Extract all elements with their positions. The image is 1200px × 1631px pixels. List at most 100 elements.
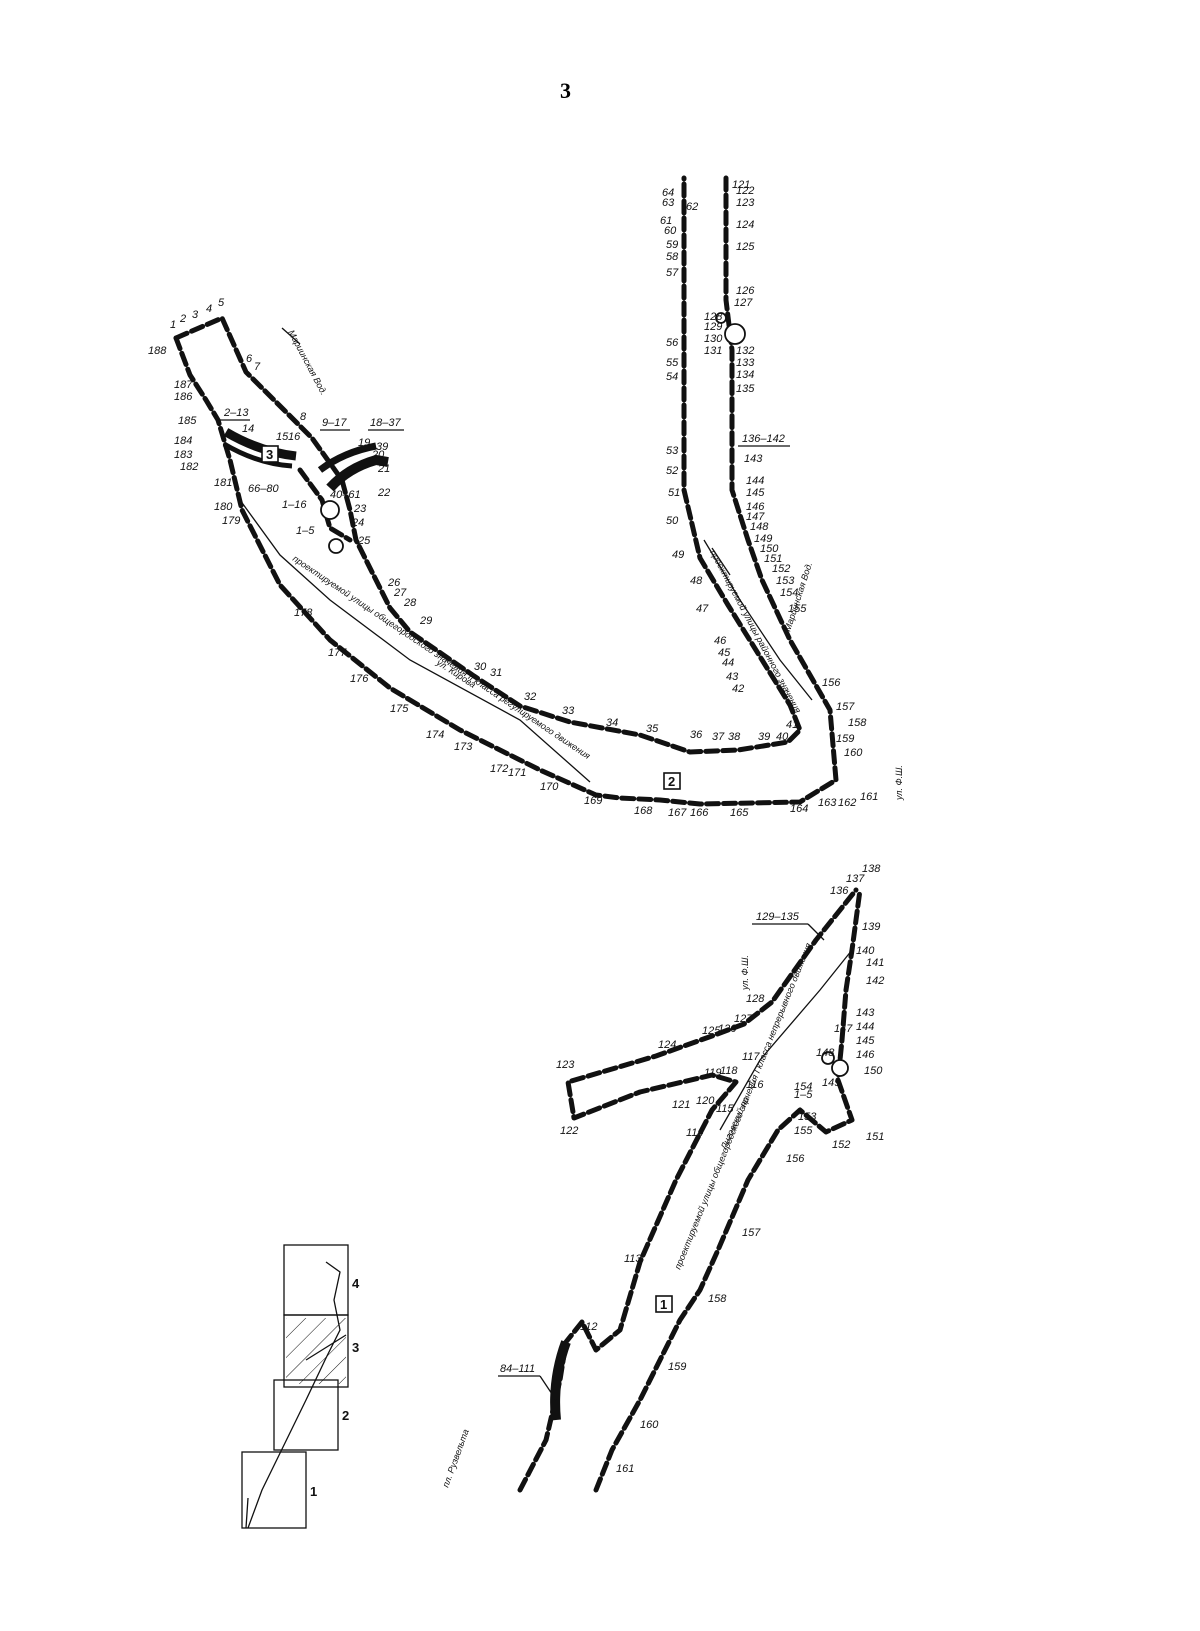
survey-point-label: 123: [556, 1059, 575, 1071]
survey-point-label: 22: [377, 487, 390, 499]
survey-point-label: 54: [666, 371, 678, 383]
survey-point-label: 145: [746, 487, 765, 499]
range-label: 2–13: [223, 407, 249, 419]
survey-point-label: 156: [786, 1153, 805, 1165]
survey-point-label: 142: [866, 975, 884, 987]
survey-point-label: 23: [353, 503, 367, 515]
survey-point-label: 35: [646, 723, 659, 735]
survey-point-label: 130: [704, 333, 723, 345]
survey-point-label: 34: [606, 717, 618, 729]
arc-2-13: [223, 428, 297, 461]
survey-point-label: 57: [666, 267, 679, 279]
survey-point-label: 185: [178, 415, 197, 427]
survey-point-label: 113: [624, 1253, 642, 1265]
leader-line: [807, 923, 825, 941]
survey-point-label: 128: [746, 993, 765, 1005]
key-sheet-label-2: 2: [342, 1408, 349, 1423]
survey-point-label: 21: [377, 463, 390, 475]
survey-marker: [320, 500, 340, 520]
survey-point-label: 31: [490, 667, 502, 679]
survey-point-label: 119: [704, 1067, 722, 1079]
survey-point-label: 127: [734, 1013, 753, 1025]
survey-point-label: 121: [732, 179, 750, 191]
survey-point-label: 46: [714, 635, 727, 647]
range-label: 1–5: [794, 1089, 813, 1101]
survey-point-label: 157: [836, 701, 855, 713]
survey-point-label: 114: [686, 1127, 704, 1139]
zone-1-east-boundary: [593, 887, 863, 1493]
survey-point-label: 162: [838, 797, 856, 809]
survey-point-label: 147: [834, 1023, 853, 1035]
survey-point-label: 139: [862, 921, 880, 933]
survey-point-label: 1: [170, 319, 176, 331]
survey-point-label: 181: [214, 477, 232, 489]
survey-marker: [724, 323, 746, 345]
survey-point-label: 14: [242, 423, 254, 435]
range-label: 1–5: [296, 525, 315, 537]
survey-point-label: 150: [864, 1065, 883, 1077]
survey-point-label: 169: [584, 795, 602, 807]
survey-point-label: 126: [718, 1023, 737, 1035]
zone-1-west-boundary: [517, 887, 859, 1493]
range-label: 18–37: [370, 417, 401, 429]
survey-point-label: 121: [672, 1099, 690, 1111]
survey-point-label: 153: [798, 1111, 817, 1123]
survey-point-label: 160: [844, 747, 863, 759]
survey-point-label: 143: [856, 1007, 875, 1019]
survey-point-label: 59: [666, 239, 678, 251]
survey-point-label: 122: [560, 1125, 578, 1137]
direction-arrow: [281, 327, 301, 345]
survey-point-label: 178: [294, 607, 313, 619]
survey-point-label: 133: [736, 357, 755, 369]
arc-9-17: [317, 442, 377, 473]
direction-arrow: [711, 547, 731, 576]
zone-box-3: [261, 445, 279, 463]
range-label: 1–16: [282, 499, 307, 511]
zone-label-1: 1: [660, 1297, 667, 1312]
survey-point-label: 168: [634, 805, 653, 817]
survey-point-label: 60: [664, 225, 677, 237]
survey-point-label: 153: [776, 575, 795, 587]
survey-point-label: 4: [206, 303, 212, 315]
survey-point-label: 188: [148, 345, 167, 357]
survey-point-label: 144: [746, 475, 764, 487]
survey-point-label: 123: [736, 197, 755, 209]
survey-point-label: 64: [662, 187, 674, 199]
survey-point-label: 58: [666, 251, 679, 263]
survey-point-label: 136: [830, 885, 849, 897]
survey-point-label: 112: [580, 1321, 598, 1333]
survey-point-label: 53: [666, 445, 679, 457]
survey-point-label: 28: [403, 597, 417, 609]
zone-box-1: [655, 1295, 673, 1313]
range-label: 129–135: [756, 911, 800, 923]
survey-point-label: 147: [746, 511, 765, 523]
street-label-mariinskaya-1: Мариинская Вод.: [286, 328, 329, 396]
survey-point-label: 126: [736, 285, 755, 297]
survey-point-label: 152: [772, 563, 790, 575]
survey-point-label: 45: [718, 647, 731, 659]
survey-point-label: 143: [744, 453, 763, 465]
survey-point-label: 173: [454, 741, 473, 753]
survey-point-label: 42: [732, 683, 744, 695]
key-sheet-label-1: 1: [310, 1484, 317, 1499]
survey-point-label: 16: [288, 431, 301, 443]
survey-marker: [831, 1059, 849, 1077]
survey-point-label: 144: [856, 1021, 874, 1033]
survey-point-label: 47: [696, 603, 709, 615]
street-label-fsh-1: ул. Ф.Ш.: [740, 955, 750, 991]
survey-point-label: 120: [696, 1095, 715, 1107]
survey-marker: [328, 538, 344, 554]
survey-point-label: 37: [712, 731, 725, 743]
page-number: 3: [560, 78, 571, 103]
survey-point-label: 177: [328, 647, 347, 659]
survey-point-label: 61: [660, 215, 672, 227]
lower-map: 1 Лиговский пр. проектируемой улицы обще…: [440, 765, 904, 1493]
survey-point-label: 132: [736, 345, 754, 357]
survey-point-label: 129: [704, 321, 722, 333]
survey-point-label: 166: [690, 807, 709, 819]
survey-point-label: 125: [702, 1025, 721, 1037]
survey-point-label: 179: [222, 515, 240, 527]
key-sheet-3: [283, 1314, 349, 1388]
